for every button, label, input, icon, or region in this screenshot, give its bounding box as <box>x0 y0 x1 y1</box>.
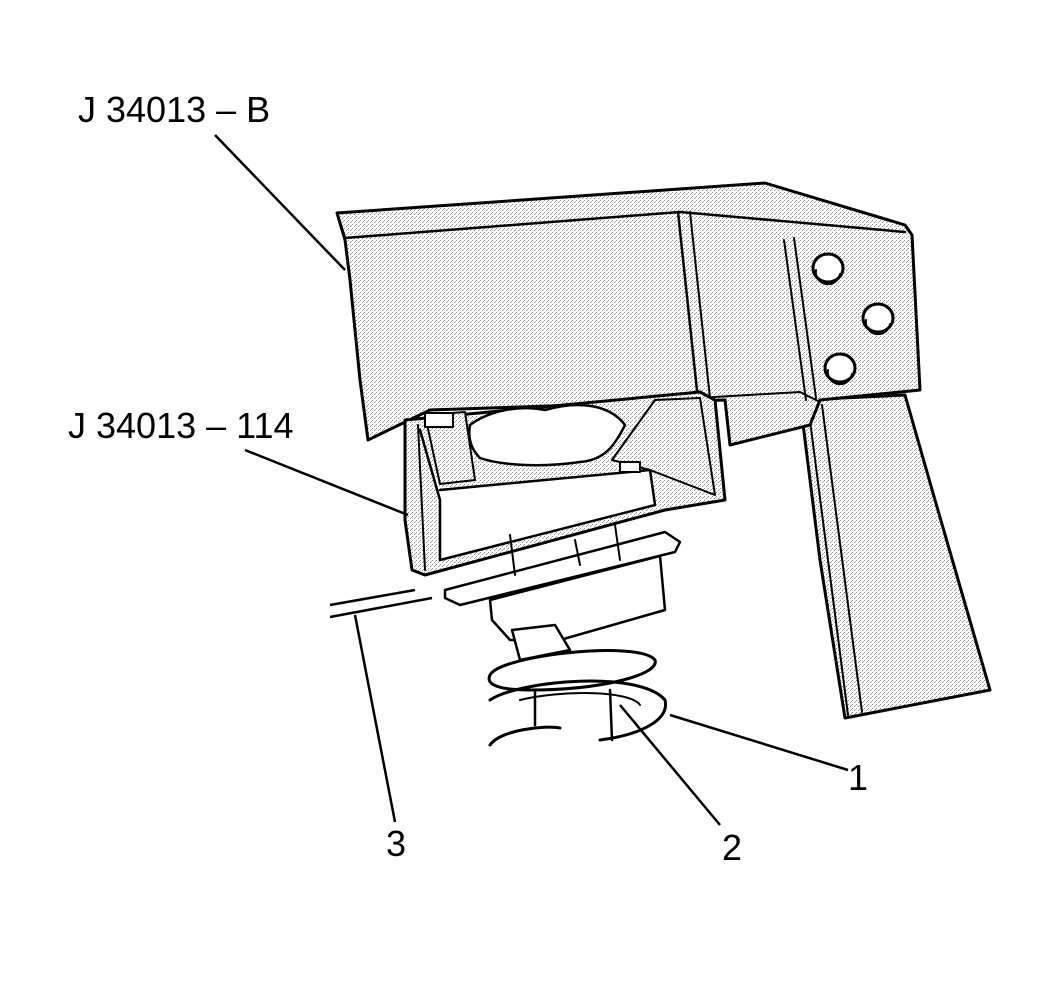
leader-item-1 <box>669 713 849 772</box>
label-item-2: 2 <box>722 827 743 868</box>
column-inner-line-2 <box>821 404 863 713</box>
beam-plate-vertical-2 <box>793 237 817 399</box>
tool-upper-beam <box>335 181 922 447</box>
adapter-clip <box>424 412 454 428</box>
reference-line <box>329 588 433 619</box>
beam-front-edge <box>335 210 907 240</box>
seat-tab-3 <box>614 524 621 561</box>
label-tool-main: J 34013 – B <box>78 89 271 130</box>
leader-tool-main <box>214 134 346 271</box>
label-item-1: 1 <box>848 757 869 798</box>
bolt-1 <box>811 252 845 286</box>
beam-side-plate-2 <box>689 211 711 399</box>
adapter-window <box>468 403 627 467</box>
leader-item-2 <box>619 704 721 826</box>
adapter-front-face <box>418 428 657 562</box>
beam-side-plate <box>676 210 700 402</box>
bolt-2 <box>861 302 895 336</box>
spring-coil-3 <box>488 725 562 747</box>
spring-upper-block <box>510 623 572 662</box>
spring-coil-2-inner <box>519 692 641 706</box>
beam-plate-lower <box>697 391 821 403</box>
leader-tool-adapter <box>244 448 409 517</box>
bolt-3 <box>823 352 857 386</box>
leader-item-3 <box>353 614 397 823</box>
spring-coil-2 <box>488 679 667 742</box>
tool-frame-column <box>798 393 992 720</box>
seat-tab-2 <box>574 539 581 566</box>
adapter-slot-right <box>611 397 716 496</box>
column-inner-line <box>807 404 849 716</box>
spring-seat-plate <box>443 530 682 607</box>
strut-body-right <box>608 688 614 742</box>
adapter-clip-2 <box>619 461 641 473</box>
beam-plate-vertical <box>783 239 807 401</box>
seat-tab-1 <box>509 534 516 576</box>
label-item-3: 3 <box>386 823 407 864</box>
spring-coil-1 <box>487 649 657 692</box>
label-tool-adapter: J 34013 – 114 <box>68 405 294 446</box>
adapter-inner-lip <box>417 424 426 571</box>
